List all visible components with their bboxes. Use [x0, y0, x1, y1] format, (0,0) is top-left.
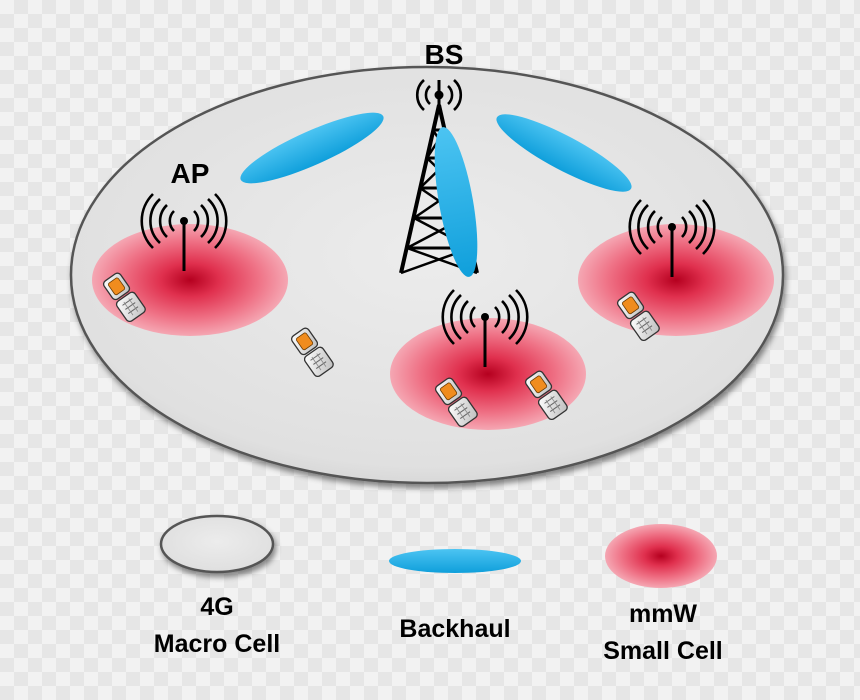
legend-macro-line1: 4G — [200, 593, 233, 621]
backhaul-beam-right — [496, 114, 632, 192]
legend-backhaul-swatch — [389, 549, 521, 573]
small-cell-right — [578, 224, 774, 336]
legend-macro-line2: Macro Cell — [154, 630, 280, 658]
legend-small-line1: mmW — [629, 600, 697, 628]
legend-small-cell-swatch — [605, 524, 717, 588]
bs-label: BS — [425, 39, 464, 70]
small-cell-bottom — [390, 318, 586, 430]
backhaul-beam-center — [434, 127, 478, 277]
legend-small-line2: Small Cell — [603, 637, 723, 665]
backhaul-beam-left — [240, 112, 384, 184]
legend-backhaul-label: Backhaul — [399, 615, 510, 643]
ap-label: AP — [171, 158, 210, 189]
legend: 4G Macro Cell Backhaul mmW Small Cell — [154, 514, 723, 665]
legend-macro-swatch — [159, 514, 275, 574]
